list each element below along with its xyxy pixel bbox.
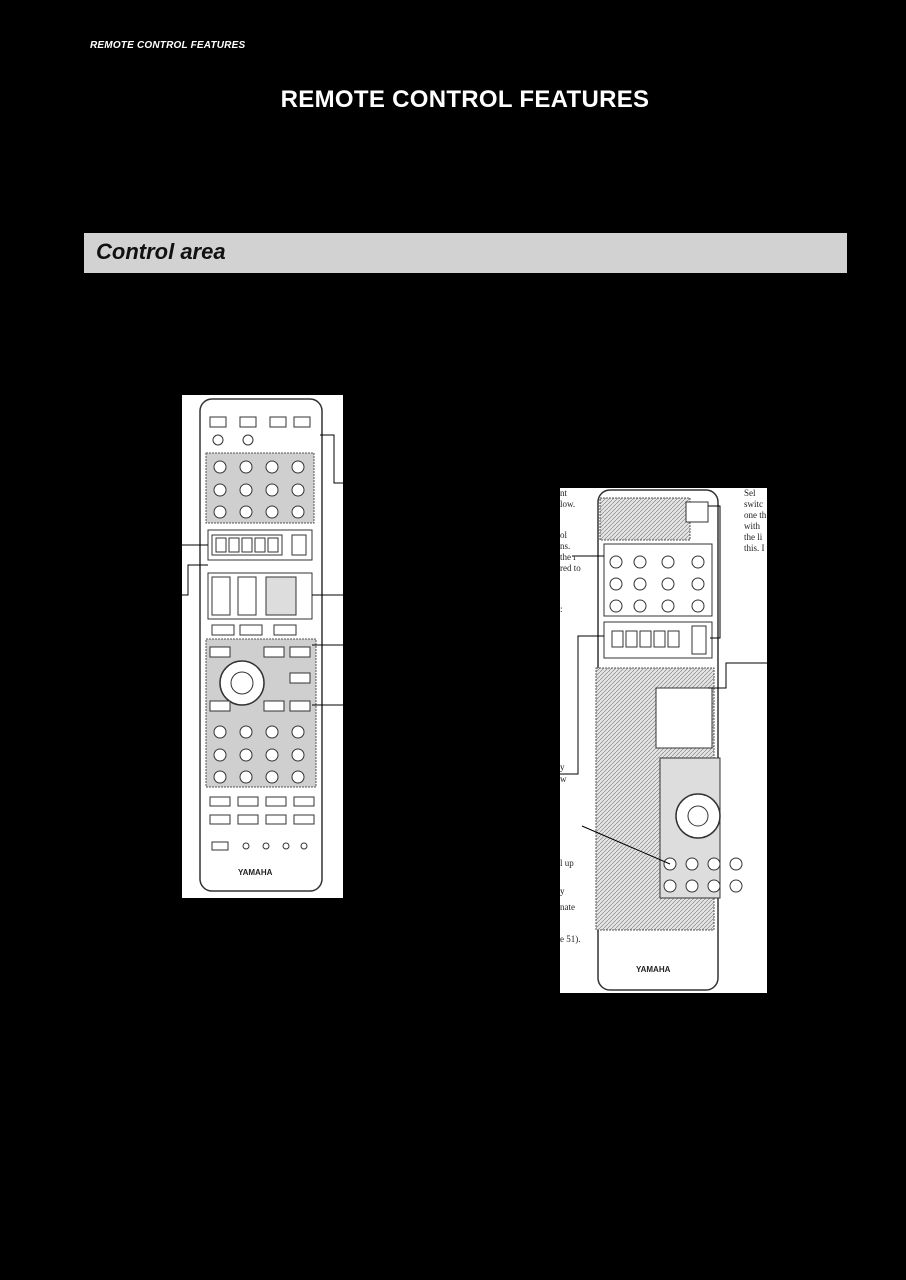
caption-fragment: one th (744, 510, 767, 520)
caption-fragment: e 51). (560, 934, 581, 944)
svg-text:YAMAHA: YAMAHA (238, 868, 273, 877)
remote-drawing-left: YAMAHA (182, 398, 343, 892)
caption-fragment: nt (560, 488, 568, 498)
caption-fragment: nate (560, 902, 575, 912)
caption-fragment: ns. (560, 541, 571, 551)
remote-drawing-right: YAMAHA (560, 489, 767, 991)
caption-fragment: the r (560, 552, 577, 562)
caption-fragment: w (560, 774, 567, 784)
caption-fragment: low. (560, 499, 576, 509)
caption-fragment: y (560, 886, 565, 896)
remote-illustration-right: YAMAHA nt low. ol ns. the r red to : y w… (560, 488, 767, 993)
caption-fragment: the li (744, 532, 763, 542)
caption-fragment: : (560, 604, 563, 614)
caption-fragment: ol (560, 530, 568, 540)
section-band: Control area (84, 233, 847, 273)
remote-illustration-left: YAMAHA (182, 395, 343, 898)
caption-fragment: this. I (744, 543, 765, 553)
section-title: Control area (96, 239, 226, 264)
svg-text:YAMAHA: YAMAHA (636, 965, 671, 974)
caption-fragment: with (744, 521, 761, 531)
caption-fragment: y (560, 762, 565, 772)
caption-fragment: red to (560, 563, 581, 573)
caption-fragment: switc (744, 499, 763, 509)
running-head: REMOTE CONTROL FEATURES (90, 40, 246, 51)
page-title: REMOTE CONTROL FEATURES (280, 86, 650, 113)
caption-fragment: l up (560, 858, 574, 868)
caption-fragment: Sel (744, 488, 756, 498)
